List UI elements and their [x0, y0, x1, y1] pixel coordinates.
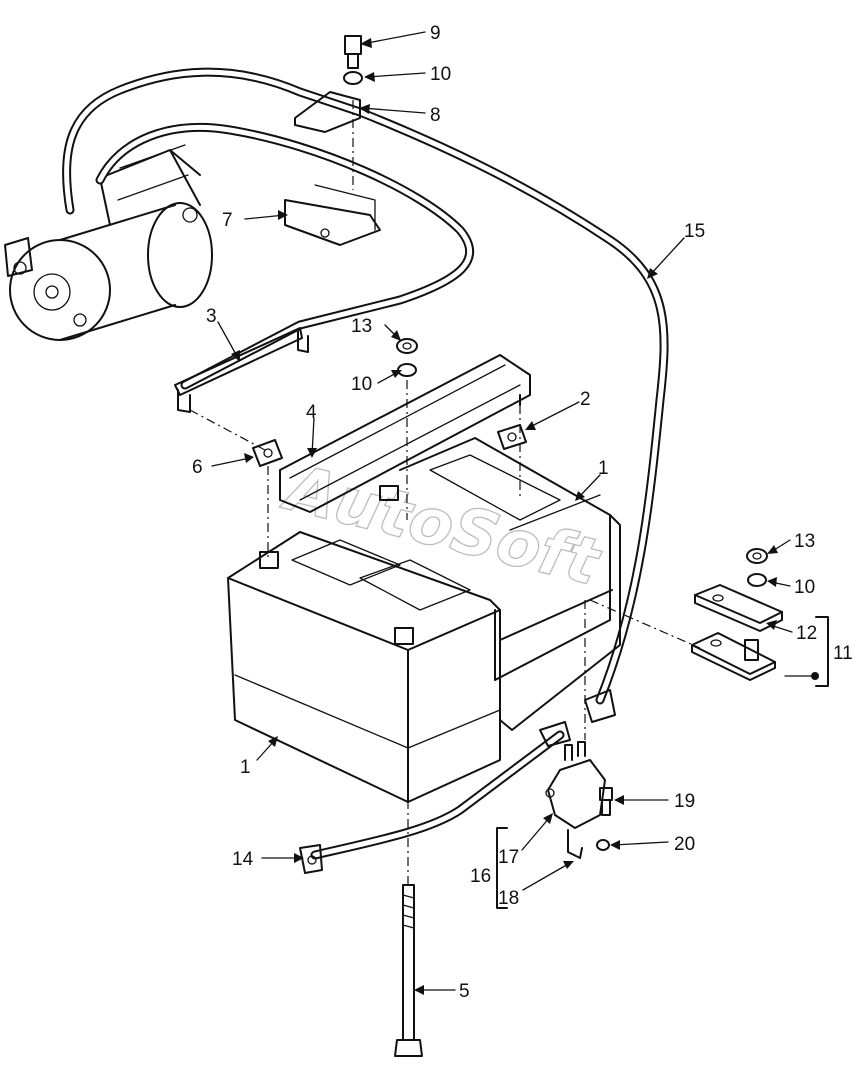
bracket-18 — [567, 829, 583, 859]
nut-13-middle — [396, 338, 418, 354]
cable-terminal-right — [584, 689, 616, 723]
starter-motor — [4, 144, 213, 341]
cable-upper-loop — [62, 67, 669, 705]
solenoid-17 — [545, 741, 606, 829]
callout-1: 1 — [240, 757, 251, 778]
bolt-19 — [599, 787, 613, 816]
battery-rear — [399, 437, 621, 731]
callout-labels: 9 10 8 7 15 3 13 10 4 2 6 1 13 10 12 11 … — [192, 23, 853, 1002]
callout-20: 20 — [674, 834, 695, 855]
cable-middle-loop — [95, 122, 475, 390]
callout-9: 9 — [430, 23, 441, 44]
base-plate-11 — [691, 632, 776, 681]
clamp-2 — [497, 424, 527, 450]
bolt-9 — [344, 35, 362, 69]
stud-bolt-5 — [394, 800, 423, 1057]
callout-10: 10 — [794, 577, 815, 598]
battery-front — [227, 485, 501, 803]
callout-16: 16 — [470, 866, 491, 887]
washer-10-right — [747, 573, 767, 587]
callout-10: 10 — [430, 64, 451, 85]
nut-20 — [596, 839, 610, 851]
callout-12: 12 — [796, 623, 817, 644]
callout-13: 13 — [794, 531, 815, 552]
clamp-6 — [252, 439, 283, 467]
callout-3: 3 — [206, 306, 217, 327]
cable-lower — [299, 721, 571, 874]
bracket-7 — [284, 184, 381, 246]
callout-5: 5 — [459, 981, 470, 1002]
callout-19: 19 — [674, 791, 695, 812]
callout-13: 13 — [351, 316, 372, 337]
callout-1: 1 — [598, 458, 609, 479]
callout-7: 7 — [222, 210, 233, 231]
nut-13-right — [746, 548, 768, 564]
centerline-left-clamp — [189, 409, 266, 451]
washer-10-top — [343, 71, 363, 85]
plate-12 — [694, 584, 783, 632]
watermark: AutoSoft — [275, 450, 609, 601]
callout-17: 17 — [498, 847, 519, 868]
callout-4: 4 — [306, 402, 317, 423]
hold-down-frame-4 — [279, 354, 531, 513]
clamp-bracket-8 — [294, 91, 361, 133]
callout-15: 15 — [684, 221, 705, 242]
callout-6: 6 — [192, 457, 203, 478]
callout-11: 11 — [833, 643, 853, 664]
callout-10: 10 — [351, 374, 372, 395]
callout-18: 18 — [498, 888, 519, 909]
callout-14: 14 — [232, 849, 254, 870]
centerline-right-plate — [589, 599, 701, 649]
callout-2: 2 — [580, 389, 591, 410]
leader-lines — [211, 31, 829, 995]
callout-8: 8 — [430, 105, 441, 126]
hold-down-rod-3 — [174, 327, 309, 413]
